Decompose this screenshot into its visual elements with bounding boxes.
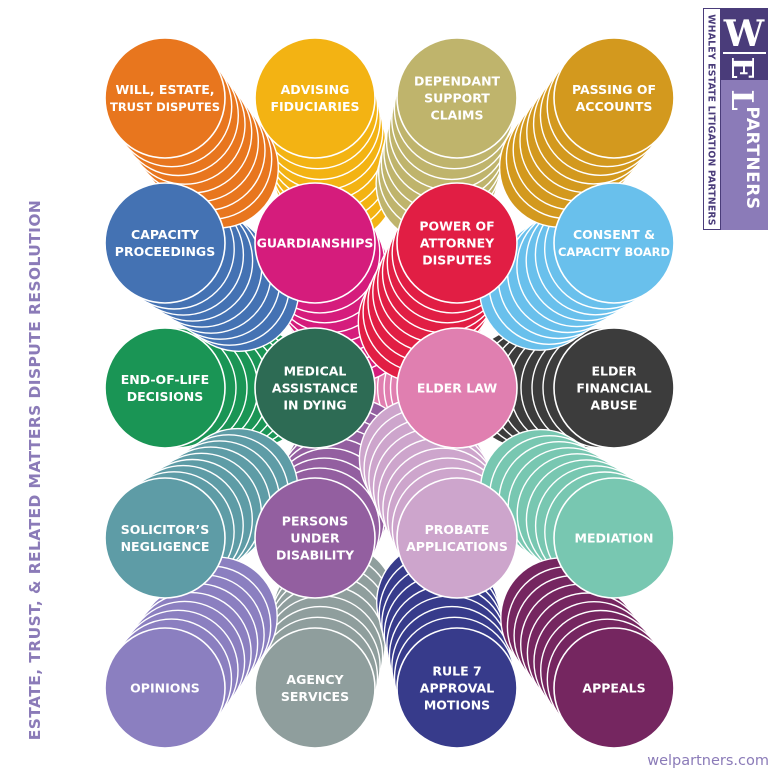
power-of-attorney-disputes-label: DISPUTES — [422, 253, 491, 268]
logo-letter-l: L — [724, 89, 759, 110]
elder-law-label: ELDER LAW — [417, 381, 497, 396]
service-advising-fiduciaries[interactable]: ADVISING FIDUCIARIES — [254, 37, 376, 159]
service-solicitors-negligence[interactable]: SOLICITOR’S NEGLIGENCE — [104, 477, 226, 599]
advising-fiduciaries-label: ADVISING — [281, 82, 350, 97]
persons-under-disability-label: DISABILITY — [276, 548, 355, 563]
elder-financial-abuse-label: ABUSE — [591, 398, 638, 413]
power-of-attorney-disputes-label: POWER OF — [419, 219, 494, 234]
agency-services-label: SERVICES — [281, 689, 349, 704]
solicitors-negligence-circle[interactable] — [104, 477, 226, 599]
capacity-proceedings-circle[interactable] — [104, 182, 226, 304]
service-elder-financial-abuse[interactable]: ELDER FINANCIAL ABUSE — [553, 327, 675, 449]
mediation-circle[interactable] — [553, 477, 675, 599]
service-persons-under-disability[interactable]: PERSONS UNDER DISABILITY — [254, 477, 376, 599]
rule-7-approval-motions-circle[interactable] — [396, 627, 518, 749]
website-link[interactable]: welpartners.com — [647, 753, 769, 769]
guardianships-circle[interactable] — [254, 182, 376, 304]
will-estate-trust-disputes-circle[interactable] — [104, 37, 226, 159]
dependant-support-claims-label: SUPPORT — [424, 91, 490, 106]
service-mediation[interactable]: MEDIATION — [553, 477, 675, 599]
appeals-circle[interactable] — [553, 627, 675, 749]
service-agency-services[interactable]: AGENCY SERVICES — [254, 627, 376, 749]
dependant-support-claims-label: DEPENDANT — [414, 74, 501, 89]
wel-partners-logo: W E L — [703, 8, 768, 230]
agency-services-circle[interactable] — [254, 627, 376, 749]
solicitors-negligence-label: NEGLIGENCE — [121, 539, 210, 554]
probate-applications-circle[interactable] — [396, 477, 518, 599]
consent-capacity-board-label: CONSENT & — [573, 227, 655, 242]
consent-capacity-board-circle[interactable] — [553, 182, 675, 304]
rule-7-approval-motions-label: MOTIONS — [424, 698, 490, 713]
will-estate-trust-disputes-label: TRUST DISPUTES — [110, 100, 220, 114]
logo-letter-e: E — [724, 57, 759, 80]
power-of-attorney-disputes-circle[interactable] — [396, 182, 518, 304]
dependant-support-claims-label: CLAIMS — [431, 108, 484, 123]
passing-of-accounts-circle[interactable] — [553, 37, 675, 159]
will-estate-trust-disputes-label: WILL, ESTATE, — [115, 82, 214, 97]
rule-7-approval-motions-label: RULE 7 — [432, 664, 481, 679]
service-end-of-life-decisions[interactable]: END-OF-LIFE DECISIONS — [104, 327, 226, 449]
service-guardianships[interactable]: GUARDIANSHIPS — [254, 182, 376, 304]
service-rule-7-approval-motions[interactable]: RULE 7 APPROVAL MOTIONS — [396, 627, 518, 749]
probate-applications-label: APPLICATIONS — [406, 539, 508, 554]
end-of-life-decisions-circle[interactable] — [104, 327, 226, 449]
dependant-support-claims-circle[interactable] — [396, 37, 518, 159]
power-of-attorney-disputes-label: ATTORNEY — [420, 236, 495, 251]
logo-partners: PARTNERS — [742, 106, 762, 210]
medical-assistance-in-dying-label: MEDICAL — [284, 364, 347, 379]
capacity-proceedings-label: CAPACITY — [131, 227, 200, 242]
service-opinions[interactable]: OPINIONS — [104, 627, 226, 749]
persons-under-disability-label: PERSONS — [282, 514, 348, 529]
agency-services-label: AGENCY — [286, 672, 344, 687]
elder-financial-abuse-circle[interactable] — [553, 327, 675, 449]
advising-fiduciaries-circle[interactable] — [254, 37, 376, 159]
opinions-circle[interactable] — [104, 627, 226, 749]
page-title: ESTATE, TRUST, & RELATED MATTERS DISPUTE… — [26, 199, 44, 741]
service-appeals[interactable]: APPEALS — [553, 627, 675, 749]
medical-assistance-in-dying-label: IN DYING — [283, 398, 346, 413]
service-will-estate-trust-disputes[interactable]: WILL, ESTATE, TRUST DISPUTES — [104, 37, 226, 159]
persons-under-disability-label: UNDER — [290, 531, 340, 546]
service-medical-assistance-in-dying[interactable]: MEDICAL ASSISTANCE IN DYING — [254, 327, 376, 449]
probate-applications-label: PROBATE — [425, 522, 490, 537]
capacity-proceedings-label: PROCEEDINGS — [115, 244, 215, 259]
elder-financial-abuse-label: ELDER — [591, 364, 636, 379]
advising-fiduciaries-label: FIDUCIARIES — [270, 99, 359, 114]
persons-under-disability-circle[interactable] — [254, 477, 376, 599]
rule-7-approval-motions-label: APPROVAL — [420, 681, 494, 696]
service-probate-applications[interactable]: PROBATE APPLICATIONS — [396, 477, 518, 599]
end-of-life-decisions-label: DECISIONS — [127, 389, 203, 404]
consent-capacity-board-label: CAPACITY BOARD — [558, 245, 670, 259]
passing-of-accounts-label: PASSING OF — [572, 82, 656, 97]
elder-law-circle[interactable] — [396, 327, 518, 449]
service-power-of-attorney-disputes[interactable]: POWER OF ATTORNEY DISPUTES — [396, 182, 518, 304]
service-capacity-proceedings[interactable]: CAPACITY PROCEEDINGS — [104, 182, 226, 304]
medical-assistance-in-dying-label: ASSISTANCE — [272, 381, 358, 396]
solicitors-negligence-label: SOLICITOR’S — [121, 522, 210, 537]
end-of-life-decisions-label: END-OF-LIFE — [121, 372, 209, 387]
service-dependant-support-claims[interactable]: DEPENDANT SUPPORT CLAIMS — [396, 37, 518, 159]
logo-letter-w: W — [723, 13, 765, 55]
service-elder-law[interactable]: ELDER LAW — [396, 327, 518, 449]
logo-tagline: WHALEY ESTATE LITIGATION PARTNERS — [705, 14, 717, 226]
passing-of-accounts-label: ACCOUNTS — [576, 99, 653, 114]
elder-financial-abuse-label: FINANCIAL — [576, 381, 651, 396]
mediation-label: MEDIATION — [575, 531, 654, 546]
medical-assistance-in-dying-circle[interactable] — [254, 327, 376, 449]
guardianships-label: GUARDIANSHIPS — [257, 236, 374, 251]
service-consent-capacity-board[interactable]: CONSENT & CAPACITY BOARD — [553, 182, 675, 304]
appeals-label: APPEALS — [582, 681, 645, 696]
opinions-label: OPINIONS — [130, 681, 200, 696]
service-passing-of-accounts[interactable]: PASSING OF ACCOUNTS — [553, 37, 675, 159]
